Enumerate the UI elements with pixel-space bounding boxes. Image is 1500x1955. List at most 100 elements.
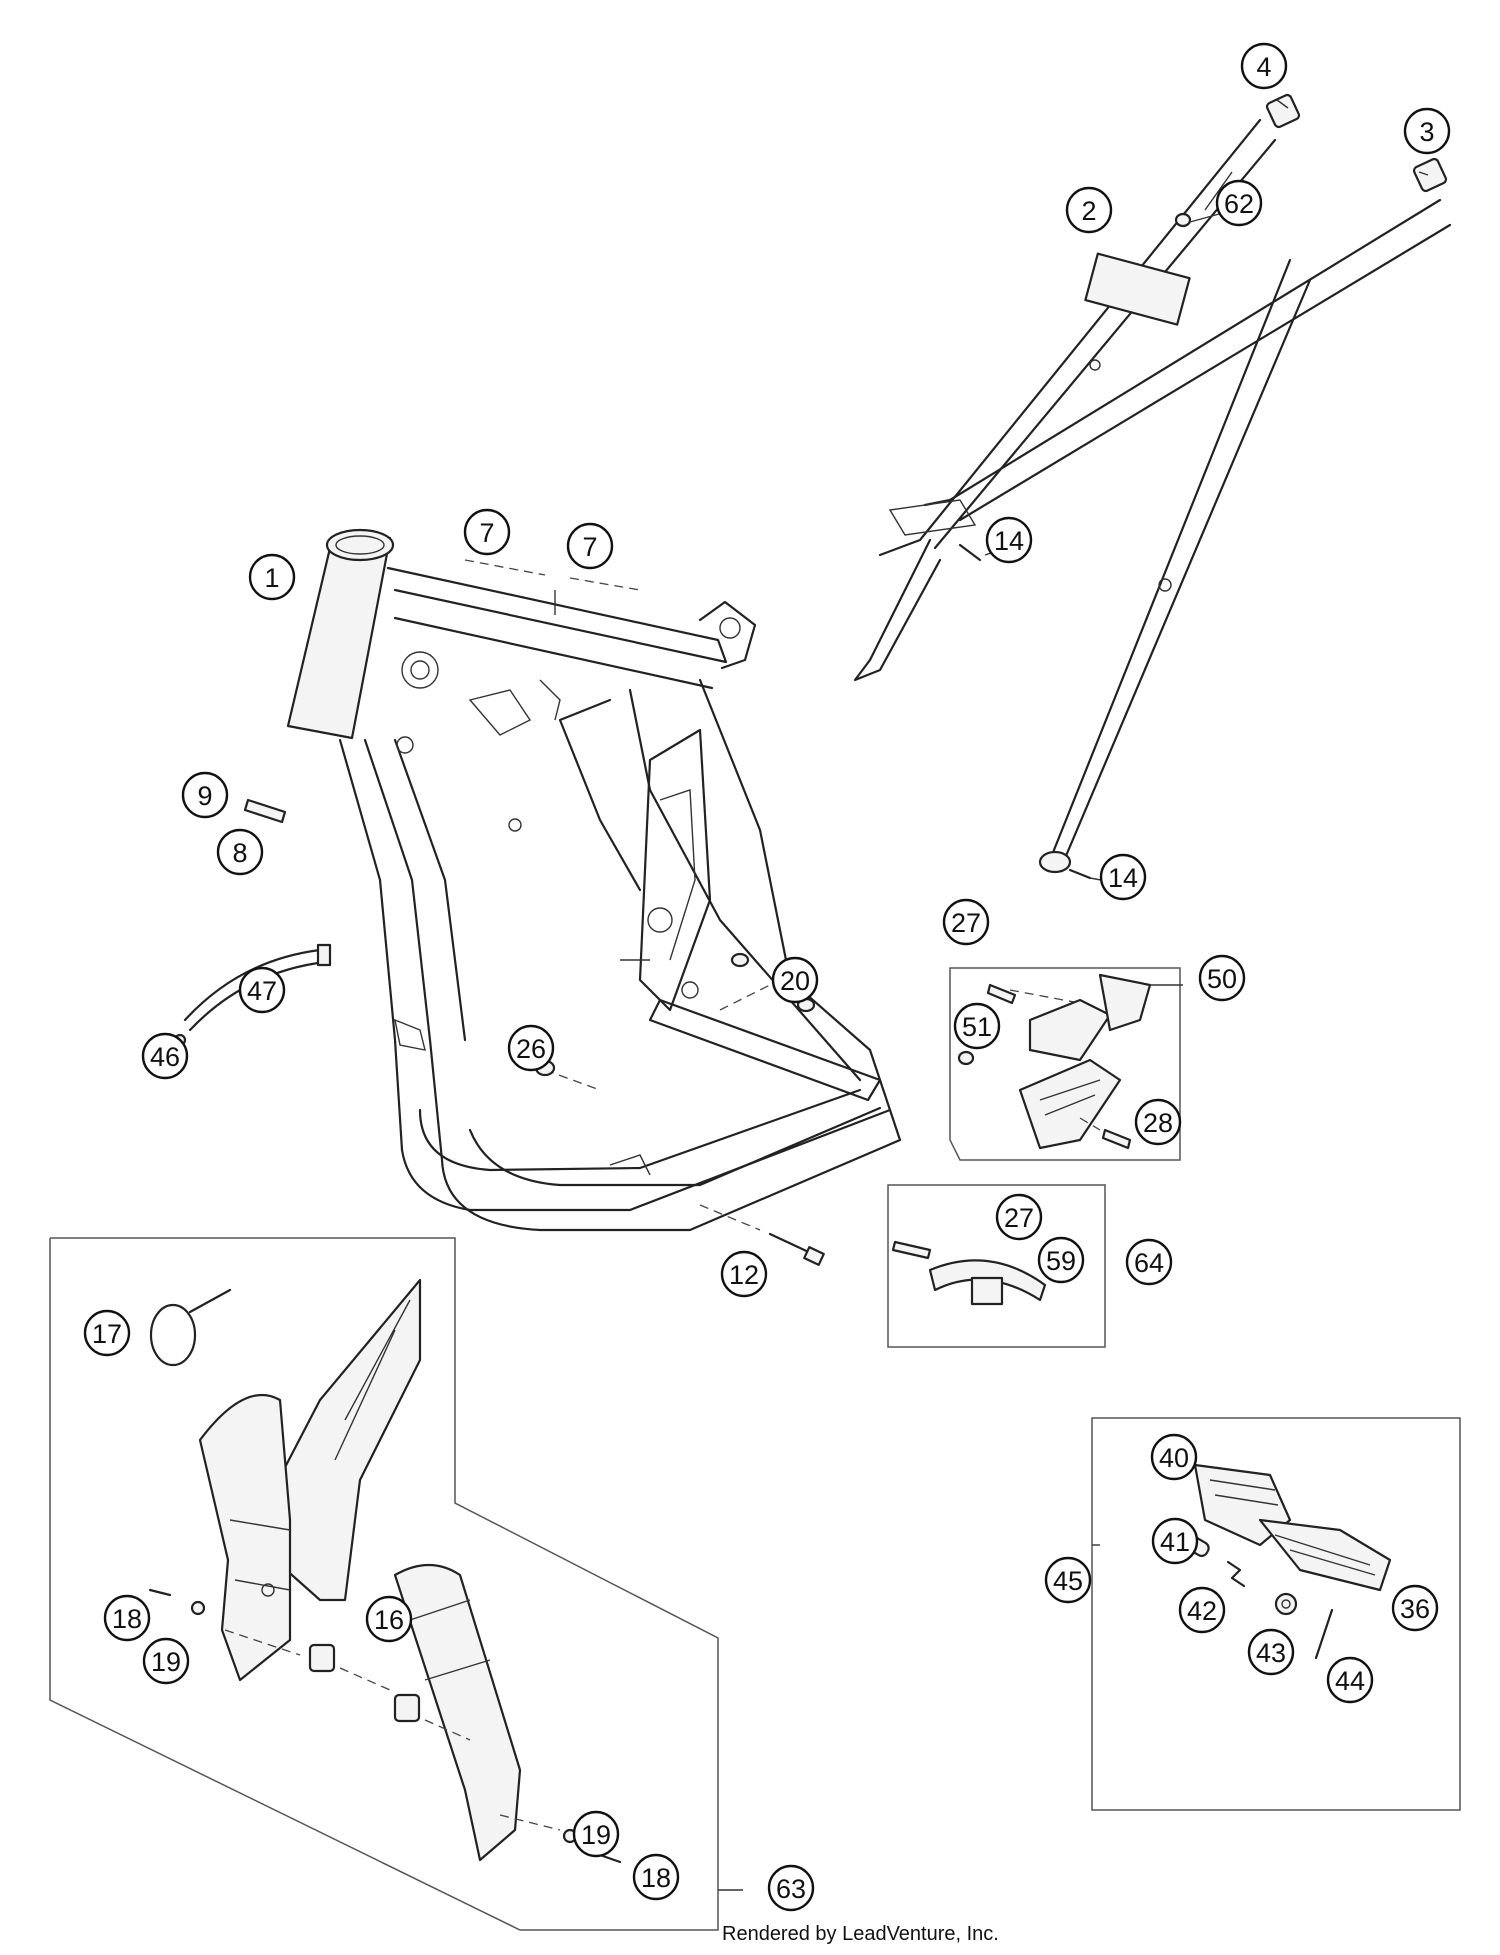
callout-36: 36 — [1391, 1584, 1439, 1632]
callout-40: 40 — [1150, 1433, 1198, 1481]
callout-number: 12 — [729, 1260, 759, 1290]
callout-28: 28 — [1134, 1098, 1182, 1146]
callout-circle — [1403, 107, 1451, 155]
subframe — [853, 93, 1452, 880]
callout-circle — [1150, 1433, 1198, 1481]
callout-number: 9 — [197, 781, 212, 811]
callout-circle — [953, 1002, 1001, 1050]
callout-26: 26 — [507, 1024, 555, 1072]
callout-circle — [995, 1193, 1043, 1241]
callout-2: 2 — [1065, 186, 1113, 234]
frame-protectors — [148, 1278, 622, 1864]
callout-number: 14 — [1108, 863, 1138, 893]
callout-number: 42 — [1187, 1596, 1217, 1626]
callout-14: 14 — [985, 516, 1033, 564]
callout-number: 41 — [1160, 1527, 1190, 1557]
callout-number: 2 — [1081, 196, 1096, 226]
chain-guide-small — [891, 1240, 1047, 1306]
callout-circle — [572, 1810, 620, 1858]
callout-number: 17 — [92, 1319, 122, 1349]
callout-12: 12 — [720, 1250, 768, 1298]
callout-circle — [1215, 179, 1263, 227]
callout-18: 18 — [632, 1853, 680, 1901]
callout-circle — [463, 508, 511, 556]
callout-circle — [248, 553, 296, 601]
callout-number: 1 — [264, 563, 279, 593]
callout-circle — [216, 828, 264, 876]
callout-number: 51 — [962, 1012, 992, 1042]
callout-1: 1 — [248, 553, 296, 601]
callout-number: 16 — [374, 1605, 404, 1635]
callout-circle — [1178, 1586, 1226, 1634]
callout-circle — [1247, 1628, 1295, 1676]
callout-51: 51 — [953, 1002, 1001, 1050]
callout-number: 62 — [1224, 189, 1254, 219]
callout-circle — [142, 1637, 190, 1685]
callout-circle — [1391, 1584, 1439, 1632]
callout-number: 27 — [1004, 1203, 1034, 1233]
callout-number: 63 — [776, 1874, 806, 1904]
callout-circle — [1099, 853, 1147, 901]
callout-number: 4 — [1256, 52, 1271, 82]
callout-number: 50 — [1207, 964, 1237, 994]
callout-circle — [181, 771, 229, 819]
callout-62: 62 — [1215, 179, 1263, 227]
callout-circle — [238, 966, 286, 1014]
callout-number: 14 — [994, 526, 1024, 556]
callout-circle — [1151, 1517, 1199, 1565]
callout-27: 27 — [942, 898, 990, 946]
callout-circle — [566, 522, 614, 570]
callout-8: 8 — [216, 828, 264, 876]
callout-number: 18 — [112, 1604, 142, 1634]
callout-7: 7 — [463, 508, 511, 556]
callout-number: 27 — [951, 908, 981, 938]
callout-9: 9 — [181, 771, 229, 819]
callout-number: 47 — [247, 976, 277, 1006]
leader-lines — [718, 99, 1429, 1891]
footer-credit: Rendered by LeadVenture, Inc. — [722, 1923, 999, 1945]
callout-47: 47 — [238, 966, 286, 1014]
callout-number: 59 — [1046, 1246, 1076, 1276]
callout-circle — [103, 1594, 151, 1642]
callout-number: 40 — [1159, 1443, 1189, 1473]
callout-number: 19 — [581, 1820, 611, 1850]
callout-27: 27 — [995, 1193, 1043, 1241]
callout-41: 41 — [1151, 1517, 1199, 1565]
callout-circle — [83, 1309, 131, 1357]
callout-number: 36 — [1400, 1594, 1430, 1624]
callout-circle — [1037, 1236, 1085, 1284]
callout-circle — [1326, 1656, 1374, 1704]
callout-circle — [767, 1864, 815, 1912]
callout-42: 42 — [1178, 1586, 1226, 1634]
callout-44: 44 — [1326, 1656, 1374, 1704]
callout-circle — [1125, 1238, 1173, 1286]
callout-circle — [141, 1032, 189, 1080]
callout-circle — [985, 516, 1033, 564]
callout-circle — [771, 956, 819, 1004]
callout-number: 8 — [232, 838, 247, 868]
callout-circle — [942, 898, 990, 946]
callout-4: 4 — [1240, 42, 1288, 90]
callout-number: 19 — [151, 1647, 181, 1677]
callout-number: 20 — [780, 966, 810, 996]
callout-19: 19 — [572, 1810, 620, 1858]
callout-19: 19 — [142, 1637, 190, 1685]
callout-circle — [507, 1024, 555, 1072]
callout-circle — [1240, 42, 1288, 90]
callout-number: 46 — [150, 1042, 180, 1072]
callout-59: 59 — [1037, 1236, 1085, 1284]
callout-number: 64 — [1134, 1248, 1164, 1278]
callout-number: 7 — [479, 518, 494, 548]
callout-circle — [1198, 954, 1246, 1002]
callout-63: 63 — [767, 1864, 815, 1912]
group-boxes — [49, 967, 1461, 1931]
callout-circle — [365, 1595, 413, 1643]
callout-number: 7 — [582, 532, 597, 562]
main-frame — [286, 528, 902, 1266]
callout-number: 26 — [516, 1034, 546, 1064]
callout-7: 7 — [566, 522, 614, 570]
footrest-group — [1170, 1463, 1392, 1660]
callout-43: 43 — [1247, 1628, 1295, 1676]
callout-14: 14 — [1099, 853, 1147, 901]
callout-number: 28 — [1143, 1108, 1173, 1138]
